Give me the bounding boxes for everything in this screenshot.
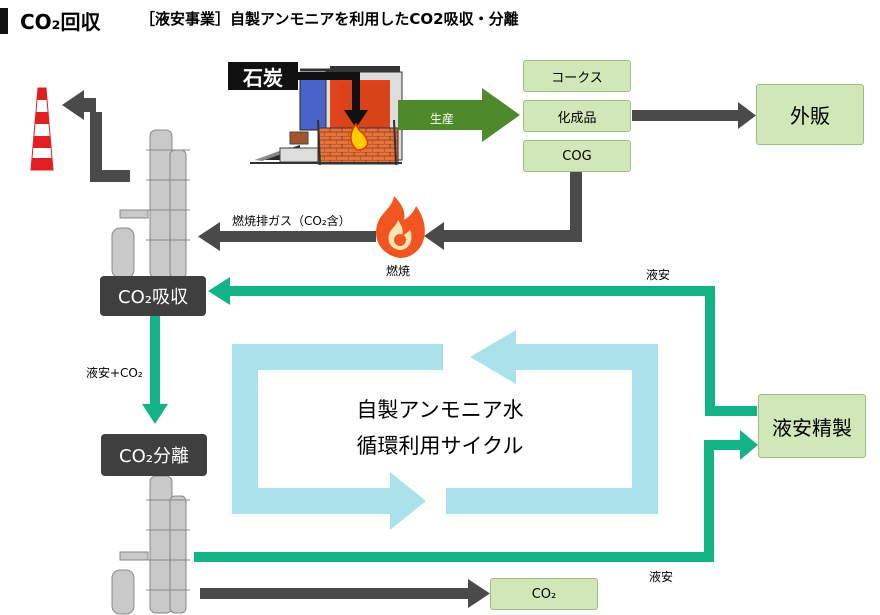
product-box-coke: コークス <box>523 60 631 92</box>
absorption-label: CO₂吸収 <box>100 276 206 316</box>
separation-label: CO₂分離 <box>101 434 207 476</box>
co2-output-box: CO₂ <box>490 578 598 610</box>
coal-arrow <box>298 72 368 128</box>
cog-to-combustion-arrow <box>424 168 582 250</box>
combustion-label: 燃焼 <box>386 264 411 278</box>
cycle-text-line1: 自製アンモニア水 <box>356 398 524 422</box>
absorption-to-separation-arrow <box>142 316 168 424</box>
flue-gas-arrow <box>198 222 376 251</box>
separation-tower-icon <box>111 475 190 615</box>
product-box-chemicals: 化成品 <box>523 100 631 132</box>
combustion-flame-icon <box>376 196 425 258</box>
ammonia-co2-label: 液安+CO₂ <box>86 366 143 380</box>
smokestack-icon <box>30 87 54 171</box>
production-arrow <box>398 88 520 142</box>
ammonia-forward-label: 液安 <box>649 570 674 584</box>
co2-output-arrow <box>200 579 490 608</box>
product-box-cog: COG <box>523 140 631 172</box>
flue-gas-label: 燃焼排ガス（CO₂含） <box>232 214 351 228</box>
coke-oven-icon <box>250 66 403 166</box>
separation-to-refining-arrow <box>194 430 758 562</box>
ammonia-return-label: 液安 <box>646 268 671 282</box>
page-subtitle: ［液安事業］自製アンモニアを利用したCO2吸収・分離 <box>140 10 519 28</box>
coal-label-bg <box>228 62 298 90</box>
oven-flame-icon <box>350 122 369 151</box>
ammonia-refining-box: 液安精製 <box>758 394 866 458</box>
exhaust-arrow <box>62 90 130 182</box>
page-title: CO₂回収 <box>20 10 101 34</box>
coal-label: 石炭 <box>243 65 283 90</box>
production-label: 生産 <box>430 112 455 126</box>
cycle-loop <box>232 330 658 530</box>
cycle-text-line2: 循環利用サイクル <box>356 434 524 458</box>
ammonia-return-arrow <box>208 277 757 416</box>
title-accent-bar <box>0 8 8 34</box>
absorption-tower-icon <box>111 129 190 279</box>
external-sales-box: 外販 <box>756 84 864 145</box>
sales-arrow <box>632 102 756 129</box>
